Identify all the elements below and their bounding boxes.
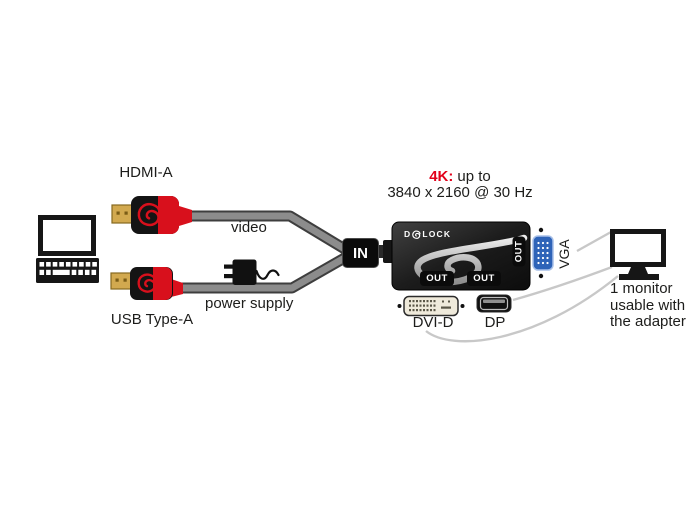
- power-supply-label: power supply: [205, 295, 294, 312]
- dp-to-monitor-line: [512, 265, 613, 302]
- vga-connector-icon: [532, 227, 554, 279]
- delock-logo-swirl-icon: [412, 230, 421, 239]
- dvi-to-monitor-line: [425, 275, 619, 343]
- output-lines: [425, 230, 619, 343]
- resolution-spec: 4K:up to 3840 x 2160 @ 30 Hz: [378, 169, 542, 201]
- dvi-connector-icon: [397, 295, 465, 317]
- video-cable: [176, 210, 354, 257]
- hdmi-connector-icon: [111, 196, 192, 234]
- monitor-note-line2: usable with: [610, 296, 686, 314]
- delock-logo: D LOCK: [404, 229, 451, 239]
- vga-to-monitor-line: [576, 230, 612, 253]
- spec-tail: up to: [457, 168, 491, 185]
- out-port-badge-2: OUT: [467, 271, 501, 286]
- monitor-icon: [610, 229, 666, 280]
- usb-connector-icon: [110, 267, 183, 300]
- laptop-icon: [36, 215, 99, 283]
- power-cable: [172, 250, 354, 294]
- delock-swirl-icon: [414, 234, 528, 286]
- vga-label: VGA: [556, 239, 572, 269]
- video-cable-label: video: [231, 219, 267, 236]
- hdmi-a-label: HDMI-A: [119, 164, 173, 181]
- dp-connector-icon: [476, 294, 512, 313]
- 4k-highlight: 4K:: [429, 168, 454, 185]
- power-supply-icon: [224, 259, 280, 285]
- usb-type-a-label: USB Type-A: [110, 311, 194, 328]
- out-port-badge-1: OUT: [420, 271, 454, 286]
- logo-text-left: D: [404, 229, 412, 239]
- logo-text-right: LOCK: [422, 229, 452, 239]
- in-port-badge: IN: [342, 238, 379, 268]
- monitor-note-line3: the adapter: [610, 313, 686, 330]
- monitor-note-line1: 1 monitor: [610, 280, 673, 297]
- out-port-badge-3: OUT: [512, 236, 526, 267]
- dvi-d-label: DVI-D: [412, 314, 454, 331]
- dp-label: DP: [484, 314, 506, 331]
- spec-resolution: 3840 x 2160 @ 30 Hz: [387, 184, 533, 201]
- monitor-note: 1 monitor usable with the adapter: [610, 280, 686, 331]
